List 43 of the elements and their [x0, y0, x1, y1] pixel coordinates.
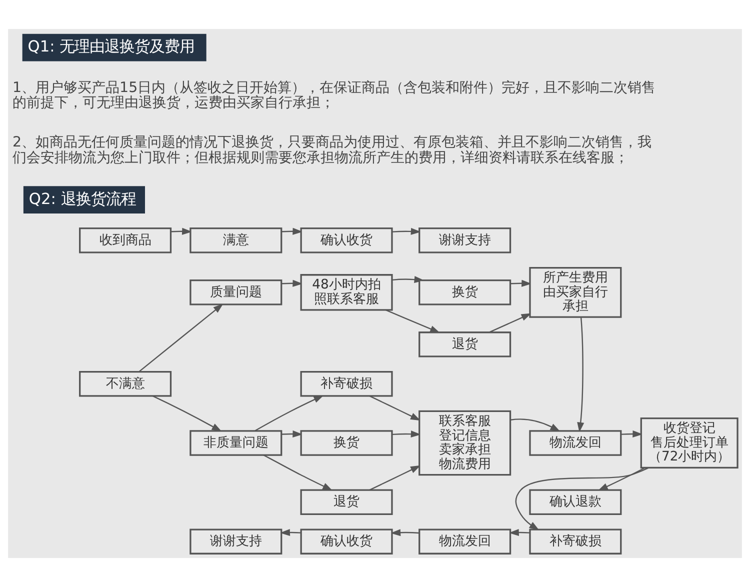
node-box: 联系客服登记信息卖家承担物流费用	[418, 410, 512, 476]
node-box: 确认退款	[529, 489, 622, 516]
arrow	[369, 395, 421, 421]
node-box: 谢谢支持	[418, 228, 512, 254]
arrow	[263, 454, 333, 491]
node-box: 确认收货	[300, 528, 393, 554]
arrow	[171, 228, 192, 235]
arrow	[369, 465, 421, 491]
node-box: 48小时内拍照联系客服	[300, 274, 393, 311]
node-box: 满意	[190, 228, 282, 254]
node-box: 换货	[418, 280, 512, 306]
node-box: 物流发回	[418, 528, 512, 554]
label: Q2: 退换货流程	[28, 190, 136, 208]
node-box: 补寄破损	[300, 370, 393, 397]
node-box: 确认收货	[300, 228, 393, 254]
arrow	[577, 317, 584, 432]
node-box: 非质量问题	[190, 430, 282, 456]
arrow	[282, 430, 303, 438]
arrow	[392, 430, 421, 438]
node-box: 退货	[418, 332, 512, 358]
node-box: 收到商品	[79, 228, 172, 254]
node-box: 换货	[300, 430, 393, 456]
arrow	[390, 529, 420, 536]
node-box: 不满意	[79, 370, 172, 397]
label: Q1: 无理由退换货及费用	[28, 38, 195, 56]
arrow	[488, 313, 532, 333]
node-box: 质量问题	[190, 280, 282, 306]
arrow	[510, 280, 532, 287]
node-box: 退货	[300, 489, 393, 516]
label: 2、如商品无任何质量问题的情况下退换货，只要商品为使用过、有原包装箱、并且不影响二次销售，我们会安排物流为您上门取件；但根据规则需要您承担物流所产生的费用，详细资料请联系在线客服；	[12, 134, 652, 166]
arrow	[282, 228, 303, 235]
arrow	[392, 228, 421, 235]
arrow	[280, 529, 301, 536]
arrow	[621, 430, 643, 438]
label: 1、用户够买产品15日内（从签收之日开始算），在保证商品（含包装和附件）完好，且不影响二次销售的前提下，可无理由退换货，运费由买家自行承担；	[12, 80, 656, 112]
arrow	[508, 529, 530, 536]
node-box: 补寄破损	[529, 528, 622, 554]
node-box: 收货登记售后处理订单（72小时内）	[640, 418, 738, 468]
arrow	[282, 280, 303, 287]
node-box: 所产生费用由买家自行承担	[529, 266, 622, 318]
arrow	[138, 304, 224, 372]
node-box: 物流发回	[529, 430, 622, 456]
node-box: 谢谢支持	[190, 528, 282, 554]
